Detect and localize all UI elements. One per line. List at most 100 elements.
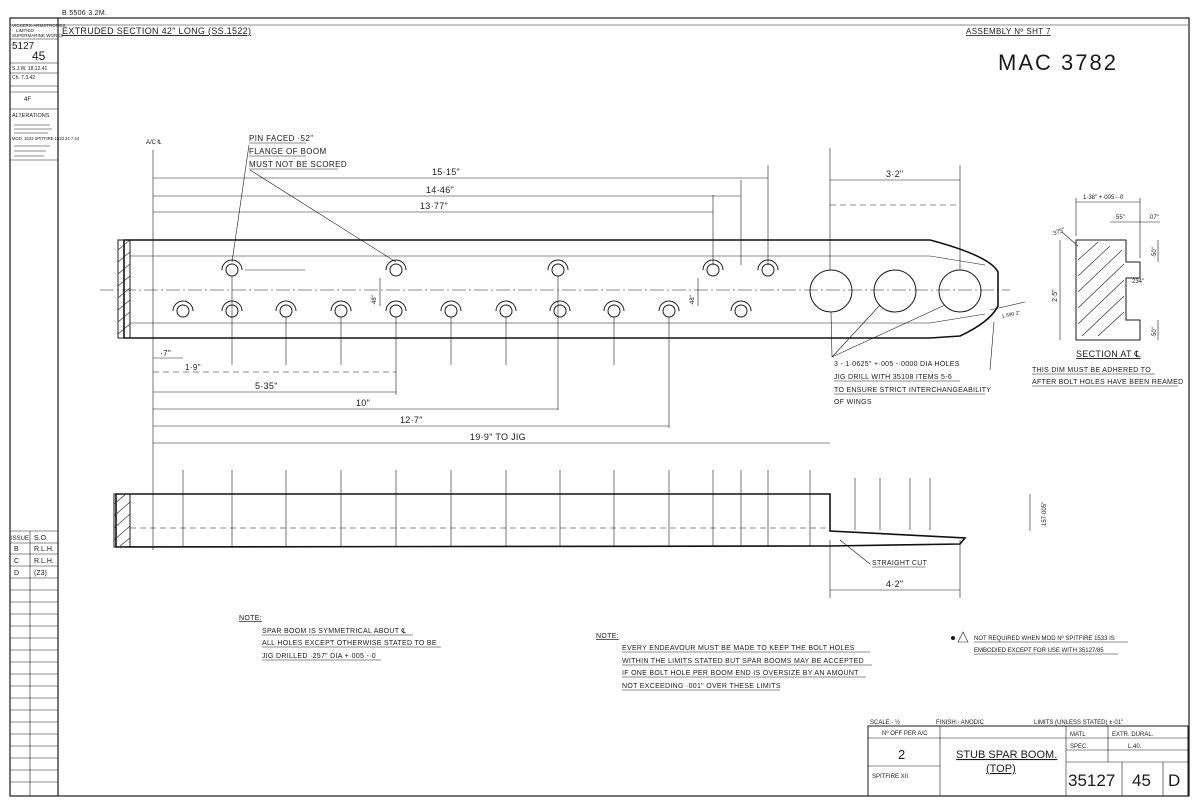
pin-faced-line-2: FLANGE OF BOOM [249,147,327,156]
sheet-no-top: 45 [32,49,46,63]
drawing-title-strip: EXTRUDED SECTION 42" LONG (SS.1522) [62,26,251,36]
alterations-heading: ALTERATIONS [12,113,50,119]
dim-adhered-annotation: 1·590·2" THIS DIM MUST BE ADHERED TO AFT… [989,301,1184,387]
section-dim-55: ·55" [1114,215,1125,221]
note3-line-1: NOT REQUIRED WHEN MOD Nº SPITFIRE 1533 I… [974,635,1115,642]
note1-line-1: SPAR BOOM IS SYMMETRICAL ABOUT ℄ [262,628,406,635]
material-value: EXTR. DURAL. [1112,732,1154,738]
left-info-block: VICKERS-ARMSTRONGS LIMITED SUPERMARINE W… [10,23,80,796]
section-view: 1·38" +·005 -·0 ·55" ·07" ·375" ·50" ·23… [1051,195,1160,359]
part-title-line-2: (TOP) [986,763,1016,775]
company-line-2: LIMITED [16,28,35,33]
bolt-note-line-1: 3 - 1·0625" +·005 -·0000 DIA HOLES [834,361,960,368]
part-title-line-1: STUB SPAR BOOM. [956,749,1057,761]
spar-top-view: ·48" ·48" [100,239,1010,339]
dim-5-35: 5·35" [255,381,278,391]
dim-13-77: 13·77" [420,201,448,211]
bolt-holes [809,269,982,313]
pin-faced-annotation: PIN FACED ·52" FLANGE OF BOOM MUST NOT B… [231,134,397,263]
note2-line-1: EVERY ENDEAVOUR MUST BE MADE TO KEEP THE… [622,645,855,652]
note1-heading: NOTE: [239,615,262,622]
bolt-dim-value: 1·590·2" [1001,310,1021,320]
section-at-cl-label: SECTION AT ℄ [1076,349,1141,359]
dim-4-2: 4·2" [886,579,903,589]
finish-label: FINISH:- ANODIC [936,720,985,726]
lower-hole-row [172,300,752,318]
drawn-by: S.J.W. 18.12.41 [12,66,48,72]
upper-hole-row [221,259,779,277]
hole-offset-dim-2: ·48" [690,295,696,306]
side-view-hole-lines [182,470,931,547]
section-width-dim: 1·38" +·005 -·0 [1083,195,1124,201]
section-dim-07: ·07" [1148,215,1159,221]
dim-10: 10" [356,398,370,408]
issue-row-header-by: S.O. [34,535,48,542]
issue-letter-final: D [1168,771,1180,790]
section-dim-50-a: ·50" [1152,247,1158,258]
spec-label: SPEC. [1070,744,1088,750]
note2-heading: NOTE: [596,633,619,640]
dim-0-7: ·7" [160,349,171,358]
ac-centre-mark: A/C ℄ [146,140,162,146]
drawing-number: 35127 [1068,771,1115,790]
dim-15-15: 15·15" [432,167,460,177]
dim-14-46: 14·46" [426,185,454,195]
thickness-dim: ·157·005" [1042,502,1048,528]
note-3: NOT REQUIRED WHEN MOD Nº SPITFIRE 1533 I… [951,631,1128,655]
spar-side-view: ·157·005" STRAIGHT CUT 4·2" [113,470,1048,591]
no-off-value: 2 [898,747,905,762]
issue-row-b-by: R.L.H. [34,546,54,553]
drawing-no-top: 5127 [12,41,35,52]
bolt-holes-annotation: 3 - 1·0625" +·005 -·0000 DIA HOLES JIG D… [830,304,991,406]
extension-lines [152,148,961,598]
issue-letter: 4F [24,97,31,103]
adhered-note-line-2: AFTER BOLT HOLES HAVE BEEN REAMED [1032,379,1184,386]
bottom-dimensions: ·7" 1·9" 5·35" 10" 12·7" 19·9" TO JIG [153,349,830,444]
bolt-note-line-3: TO ENSURE STRICT INTERCHANGEABILITY [834,387,991,394]
issue-row-d-by: (Z3) [34,570,47,577]
note-2: NOTE: EVERY ENDEAVOUR MUST BE MADE TO KE… [596,633,872,691]
note2-line-2: WITHIN THE LIMITS STATED BUT SPAR BOOMS … [622,658,864,665]
pin-faced-line-1: PIN FACED ·52" [249,134,313,143]
sheet-number: 45 [1132,771,1151,790]
bolt-note-line-4: OF WINGS [834,399,872,406]
dim-12-7: 12·7" [400,415,423,425]
aircraft-type: SPITFIRE XII [872,774,908,780]
top-dimensions: 15·15" 14·46" 13·77" 3·2" A/C ℄ [146,140,960,213]
company-line-3: SUPERMARINE WORKS [12,33,63,38]
scale-label: SCALE:- ½ [870,719,900,726]
no-off-label: Nº OFF PER A/C [882,730,928,737]
note2-line-4: NOT EXCEEDING ·001" OVER THESE LIMITS [622,683,781,690]
note2-line-3: IF ONE BOLT HOLE PER BOOM END IS OVERSIZ… [622,670,859,677]
adhered-note-line-1: THIS DIM MUST BE ADHERED TO [1032,367,1151,374]
note-1: NOTE: SPAR BOOM IS SYMMETRICAL ABOUT ℄ A… [239,615,441,661]
issue-row-c-by: R.L.H. [34,558,54,565]
section-height-dim: 2·5" [1052,289,1059,302]
pin-faced-line-3: MUST NOT BE SCORED [249,160,347,169]
assembly-label: ASSEMBLY Nº SHT 7 [966,27,1051,36]
issue-table: ISSUE S.O. B R.L.H. C R.L.H. D (Z3) [10,530,58,796]
note1-line-2: ALL HOLES EXCEPT OTHERWISE STATED TO BE [262,640,437,647]
section-dim-375: ·375" [1051,227,1066,237]
issue-row-header-issue: ISSUE [11,536,29,542]
issue-row-d: D [14,570,19,577]
material-label: MATL [1070,732,1086,738]
hole-offset-dim-1: ·48" [372,295,378,306]
bolt-note-line-2: JIG DRILL WITH 35108 ITEMS 5-6 [834,374,952,381]
spec-value: L.40. [1128,744,1142,750]
issue-row-c: C [14,558,19,565]
section-dim-50-b: ·50" [1152,327,1158,338]
note3-line-2: EMBODIED EXCEPT FOR USE WITH 35127/85 [974,648,1104,654]
checked-by: Ch. 7.3.42 [12,75,35,81]
top-reference: B.5506 3.2M. [62,10,107,17]
issue-row-b: B [14,546,19,553]
straight-cut-label: STRAIGHT CUT [872,560,928,567]
limits-label: LIMITS (UNLESS STATED) ±·01" [1034,720,1123,726]
company-line-1: VICKERS-ARMSTRONGS [12,23,66,28]
section-dim-234: ·234" [1130,279,1144,285]
dim-19-9-to-jig: 19·9" TO JIG [470,432,526,442]
mac-number: MAC 3782 [998,50,1118,75]
title-block: SCALE:- ½ FINISH:- ANODIC LIMITS (UNLESS… [867,719,1189,797]
drawing-border [9,17,1190,797]
